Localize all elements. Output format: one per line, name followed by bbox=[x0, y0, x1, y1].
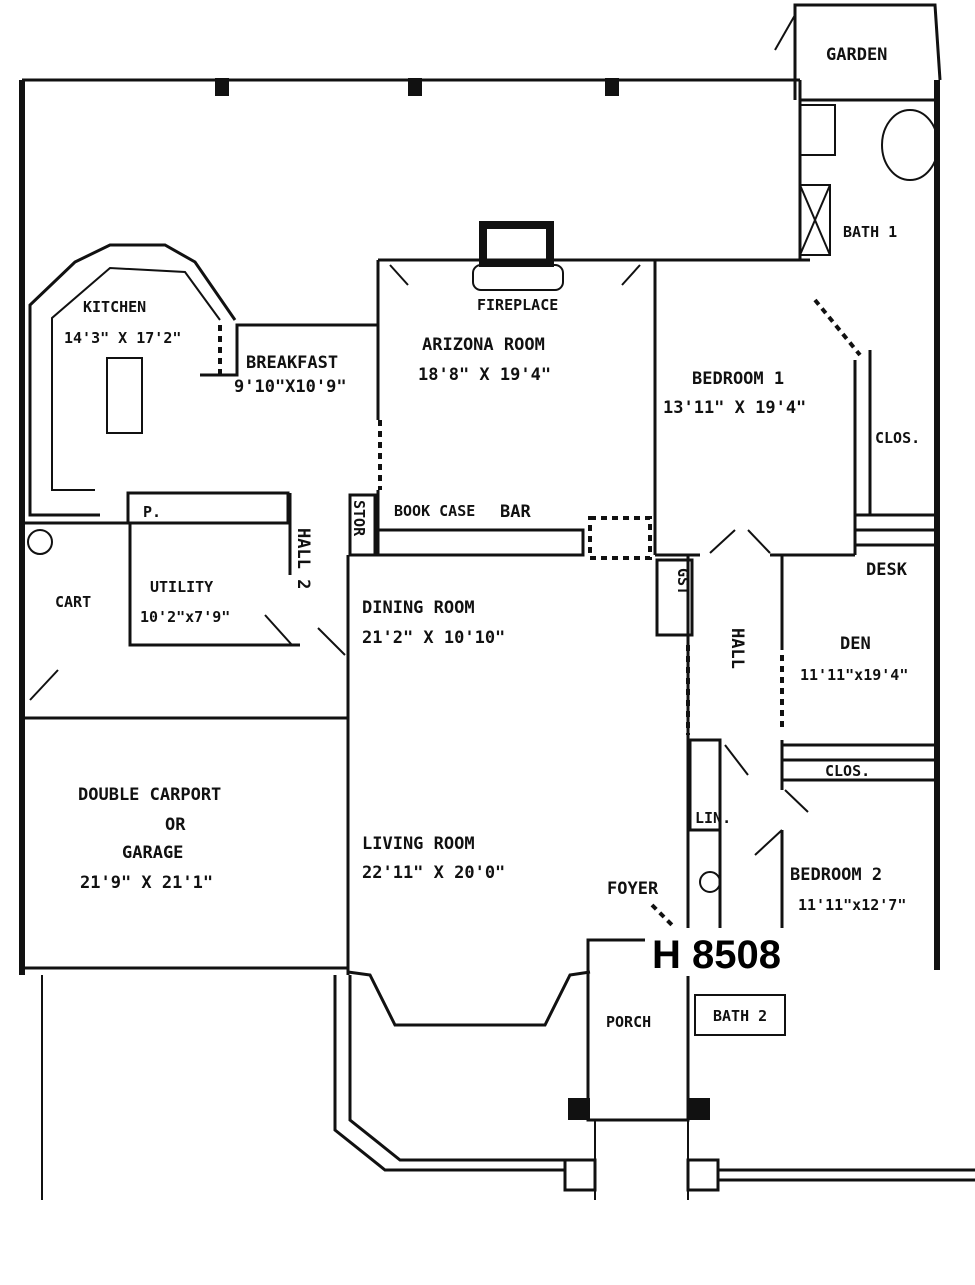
den-label: DEN bbox=[840, 634, 871, 654]
hall2-label: HALL 2 bbox=[293, 528, 313, 589]
bedroom2-size: 11'11"x12'7" bbox=[798, 896, 906, 914]
bath1-label: BATH 1 bbox=[843, 223, 897, 241]
fireplace-label: FIREPLACE bbox=[477, 296, 558, 314]
garden-label: GARDEN bbox=[826, 45, 887, 65]
guest-closet-label: GST bbox=[674, 568, 692, 595]
linen-label: LIN. bbox=[695, 809, 731, 827]
kitchen-label: KITCHEN bbox=[83, 298, 146, 316]
arizona-room-size: 18'8" X 19'4" bbox=[418, 365, 551, 385]
walls bbox=[19, 3, 975, 1200]
porch-label: PORCH bbox=[606, 1013, 651, 1031]
living-room-size: 22'11" X 20'0" bbox=[362, 863, 505, 883]
storage-label: STOR bbox=[350, 500, 368, 537]
breakfast-size: 9'10"X10'9" bbox=[234, 377, 347, 397]
bedroom1-size: 13'11" X 19'4" bbox=[663, 398, 806, 418]
closet1-label: CLOS. bbox=[875, 429, 920, 447]
den-size: 11'11"x19'4" bbox=[800, 666, 908, 684]
dining-room-size: 21'2" X 10'10" bbox=[362, 628, 505, 648]
carport-label-line2: OR bbox=[165, 815, 186, 835]
bar-label: BAR bbox=[500, 502, 531, 522]
cart-label: CART bbox=[55, 593, 91, 611]
utility-size: 10'2"x7'9" bbox=[140, 608, 230, 626]
bedroom2-label: BEDROOM 2 bbox=[790, 865, 882, 885]
hall-label: HALL bbox=[727, 628, 747, 669]
closet2-label: CLOS. bbox=[825, 762, 870, 780]
plan-code: H 8508 bbox=[652, 933, 781, 977]
carport-label-line1: DOUBLE CARPORT bbox=[78, 785, 221, 805]
utility-label: UTILITY bbox=[150, 578, 213, 596]
breakfast-label: BREAKFAST bbox=[246, 353, 338, 373]
kitchen-size: 14'3" X 17'2" bbox=[64, 329, 181, 347]
bath2-label: BATH 2 bbox=[713, 1007, 767, 1025]
dining-room-label: DINING ROOM bbox=[362, 598, 475, 618]
pantry-label: P. bbox=[143, 503, 161, 521]
carport-size: 21'9" X 21'1" bbox=[80, 873, 213, 893]
bedroom1-label: BEDROOM 1 bbox=[692, 369, 784, 389]
carport-label-line3: GARAGE bbox=[122, 843, 183, 863]
foyer-label: FOYER bbox=[607, 879, 659, 899]
plan-code-box bbox=[645, 928, 807, 976]
bookcase-label: BOOK CASE bbox=[394, 502, 475, 520]
desk-label: DESK bbox=[866, 560, 908, 580]
living-room-label: LIVING ROOM bbox=[362, 834, 475, 854]
arizona-room-label: ARIZONA ROOM bbox=[422, 335, 545, 355]
